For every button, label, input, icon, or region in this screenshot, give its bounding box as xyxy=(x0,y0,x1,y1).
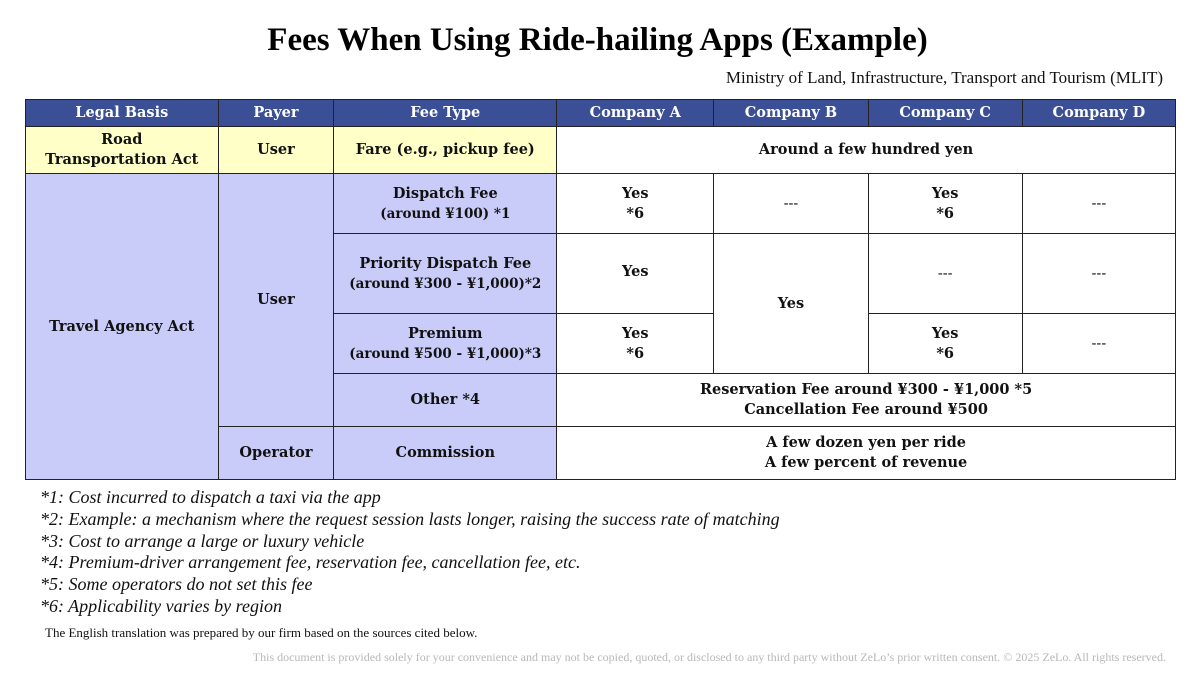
fee-type-premium-name: Premium xyxy=(408,324,483,342)
dispatch-company-d: --- xyxy=(1021,173,1177,234)
copyright-disclaimer: This document is provided solely for you… xyxy=(252,650,1166,664)
table-row-priority-dispatch-fee: Priority Dispatch Fee (around ¥300 - ¥1,… xyxy=(26,233,1177,374)
table-row-commission: Operator Commission A few dozen yen per … xyxy=(26,426,1176,480)
premium-company-c-value: Yes xyxy=(931,324,959,342)
dispatch-company-a-value: Yes xyxy=(622,184,649,202)
dispatch-company-a: Yes *6 xyxy=(556,173,715,234)
commission-value: A few dozen yen per ride A few percent o… xyxy=(556,426,1176,480)
premium-company-a-value: Yes xyxy=(622,324,649,342)
table-row-premium: Premium (around ¥500 - ¥1,000)*3 Yes *6 … xyxy=(26,313,1177,374)
fee-type-priority-dispatch: Priority Dispatch Fee (around ¥300 - ¥1,… xyxy=(333,233,558,314)
commission-revenue-text: A few percent of revenue xyxy=(764,454,968,471)
priority-company-c: --- xyxy=(867,233,1023,314)
fee-type-dispatch: Dispatch Fee (around ¥100) *1 xyxy=(333,173,558,234)
header-company-b: Company B xyxy=(713,99,869,127)
header-legal-basis: Legal Basis xyxy=(25,99,219,127)
payer-user-travel: User xyxy=(217,173,335,427)
footnote-4: *4: Premium-driver arrangement fee, rese… xyxy=(40,552,581,573)
footnote-5: *5: Some operators do not set this fee xyxy=(40,574,313,595)
footnote-3: *3: Cost to arrange a large or luxury ve… xyxy=(40,530,365,551)
fee-type-dispatch-amount: (around ¥100) *1 xyxy=(380,205,511,222)
dispatch-company-c-value: Yes xyxy=(931,184,959,202)
footnote-1: *1: Cost incurred to dispatch a taxi via… xyxy=(40,487,381,507)
payer-user-road: User xyxy=(217,126,335,174)
dispatch-company-a-note: *6 xyxy=(626,204,645,222)
table-header-row: Legal Basis Payer Fee Type Company A Com… xyxy=(25,99,1177,127)
payer-operator: Operator xyxy=(217,426,335,480)
fee-type-premium-amount: (around ¥500 - ¥1,000)*3 xyxy=(349,345,542,362)
fee-type-priority-dispatch-amount: (around ¥300 - ¥1,000)*2 xyxy=(349,275,542,292)
table-row-other: Other *4 Reservation Fee around ¥300 - ¥… xyxy=(26,373,1176,427)
cancellation-fee-text: Cancellation Fee around ¥500 xyxy=(744,401,988,418)
footnotes: *1: Cost incurred to dispatch a taxi via… xyxy=(40,487,780,618)
legal-basis-road-transportation-act: Road Transportation Act xyxy=(25,126,219,174)
premium-company-c-note: *6 xyxy=(936,344,954,362)
header-payer: Payer xyxy=(217,99,335,127)
premium-company-d: --- xyxy=(1021,313,1177,374)
fare-value: Around a few hundred yen xyxy=(556,126,1176,174)
priority-company-d: --- xyxy=(1021,233,1177,314)
header-company-a: Company A xyxy=(556,99,715,127)
dispatch-company-b: --- xyxy=(713,173,869,234)
table-row-dispatch-fee: Travel Agency Act User Dispatch Fee (aro… xyxy=(25,173,1177,480)
priority-premium-company-b: Yes xyxy=(713,233,869,374)
reservation-fee-text: Reservation Fee around ¥300 - ¥1,000 *5 xyxy=(699,381,1033,398)
premium-company-a: Yes *6 xyxy=(556,313,715,374)
fee-type-other: Other *4 xyxy=(333,373,558,427)
fee-type-dispatch-name: Dispatch Fee xyxy=(392,184,498,202)
table-row-road-transportation: Road Transportation Act User Fare (e.g.,… xyxy=(25,126,1176,174)
commission-per-ride-text: A few dozen yen per ride xyxy=(766,434,967,451)
footnote-2: *2: Example: a mechanism where the reque… xyxy=(40,508,780,529)
fee-type-fare: Fare (e.g., pickup fee) xyxy=(333,126,558,174)
translation-note: The English translation was prepared by … xyxy=(45,625,478,640)
page-title: Fees When Using Ride-hailing Apps (Examp… xyxy=(267,22,928,58)
header-company-c: Company C xyxy=(867,99,1023,127)
premium-company-c: Yes *6 xyxy=(867,313,1023,374)
dispatch-company-c: Yes *6 xyxy=(867,173,1023,234)
header-fee-type: Fee Type xyxy=(333,99,558,127)
priority-company-a: Yes xyxy=(556,233,715,314)
fees-table: Legal Basis Payer Fee Type Company A Com… xyxy=(25,99,1177,480)
premium-company-a-note: *6 xyxy=(626,344,645,362)
footnote-6: *6: Applicability varies by region xyxy=(40,595,282,616)
header-company-d: Company D xyxy=(1021,99,1177,127)
fee-type-commission: Commission xyxy=(333,426,558,480)
dispatch-company-c-note: *6 xyxy=(936,204,954,222)
source-attribution: Ministry of Land, Infrastructure, Transp… xyxy=(725,68,1163,87)
fee-type-premium: Premium (around ¥500 - ¥1,000)*3 xyxy=(333,313,558,374)
other-fees-value: Reservation Fee around ¥300 - ¥1,000 *5 … xyxy=(556,373,1176,427)
legal-basis-travel-agency-act: Travel Agency Act xyxy=(25,173,219,480)
fee-type-priority-dispatch-name: Priority Dispatch Fee xyxy=(359,254,532,272)
